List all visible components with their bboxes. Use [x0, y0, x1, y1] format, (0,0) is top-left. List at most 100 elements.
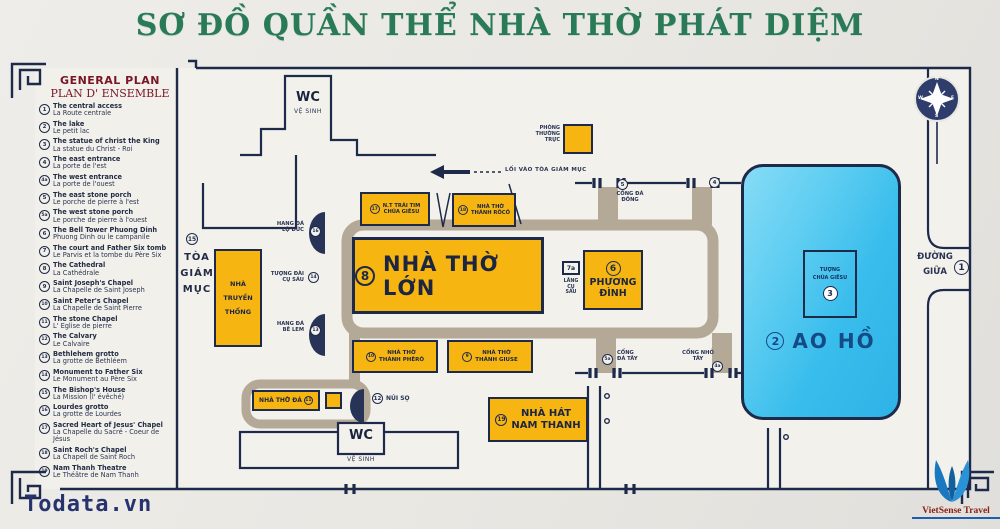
calvary-grotto-icon — [350, 389, 364, 423]
roads-ring — [241, 219, 719, 429]
legend-num: 5a — [39, 210, 50, 222]
bishop-house-num: 15 — [186, 233, 198, 245]
vietsense-logo-text: VietSense Travel — [912, 506, 1000, 519]
wc-top-sub: VỆ SINH — [294, 108, 322, 115]
wc-bottom-label: WC — [349, 428, 373, 443]
legend-num: 17 — [39, 422, 50, 434]
lake-num: 2 — [766, 332, 785, 350]
legend-num: 9 — [39, 281, 50, 293]
watermark: Todata.vn — [24, 492, 153, 517]
christ-statue-marker: TƯỢNG CHÚA GIÊSU 3 — [803, 250, 857, 318]
west-stone-gate-label: CỔNG ĐÁ TÂY — [617, 350, 638, 362]
legend-num: 5 — [39, 192, 50, 204]
entry-arrow-icon — [430, 165, 502, 179]
walls — [201, 68, 970, 489]
east-stone-gate-num: 5 — [617, 179, 628, 190]
legend-num: 1 — [39, 104, 50, 115]
duty-room-building — [563, 124, 593, 154]
entry-lane-label: LỐI VÀO TÒA GIÁM MỤC — [505, 167, 587, 173]
wc-bottom-sub: VỆ SINH — [347, 456, 375, 463]
compass-s: S — [935, 114, 939, 119]
legend-num: 7 — [39, 245, 50, 257]
vietsense-logo-icon — [934, 460, 970, 502]
num-badge: 19 — [495, 413, 508, 426]
central-road-label: ĐƯỜNG GIỮA — [917, 252, 953, 277]
father-six-tomb-marker: 7a — [562, 261, 580, 275]
legend-num: 18 — [39, 447, 50, 459]
compass-e: E — [951, 96, 955, 101]
east-entrance-num: 4 — [709, 177, 720, 188]
compass-n: N — [935, 77, 939, 82]
legend-num: 19 — [39, 465, 50, 477]
legend-num: 4 — [39, 157, 50, 169]
legend-num: 10 — [39, 298, 50, 310]
legend-num: 4a — [39, 174, 50, 186]
num-badge: 17 — [369, 204, 380, 214]
legend-surface — [35, 68, 177, 489]
lake: TƯỢNG CHÚA GIÊSU 3 2 AO HỒ — [741, 164, 901, 420]
legend-num: 14 — [39, 369, 50, 381]
east-stone-gate-label: CỔNG ĐÁ ĐÔNG — [616, 191, 644, 203]
legend-heading-fr: PLAN D' ENSEMBLE — [50, 87, 170, 100]
legend-num: 2 — [39, 121, 50, 133]
bethlehem-grotto-num: 13 — [310, 325, 321, 336]
small-yellow-structure — [325, 392, 342, 409]
wc-bottom-outline — [336, 421, 386, 456]
compass-icon — [914, 76, 960, 122]
page-title: SƠ ĐỒ QUẦN THỂ NHÀ THỜ PHÁT DIỆM — [135, 8, 865, 43]
lourdes-grotto-label: HANG ĐÁ LỘ ĐỨC — [276, 221, 304, 233]
central-road-num: 1 — [954, 260, 969, 275]
tradition-house-box: NHÀ TRUYỀN THỐNG — [214, 249, 262, 347]
wc-top-label: WC — [296, 90, 320, 105]
father-six-tomb-label: LĂNG CỤ SÁU — [563, 279, 579, 296]
lamp-marks — [604, 393, 790, 441]
num-badge: 9 — [462, 351, 473, 362]
legend-num: 11 — [39, 316, 50, 328]
legend-num: 16 — [39, 405, 50, 417]
west-small-gate-num: 4a — [712, 361, 723, 372]
compass-w: W — [918, 96, 923, 101]
bethlehem-grotto-label: HANG ĐÁ BÊ LEM — [276, 321, 304, 333]
west-stone-gate-num: 5a — [602, 354, 613, 365]
duty-room-label: PHÒNG THƯỜNG TRỰC — [535, 125, 560, 143]
num-badge: 18 — [457, 205, 468, 215]
legend-num: 15 — [39, 387, 50, 399]
legend-num: 8 — [39, 263, 50, 275]
stone-church-box: NHÀ THỜ ĐÁ 11 — [252, 390, 320, 411]
legend-num: 13 — [39, 352, 50, 364]
legend-num: 3 — [39, 139, 50, 151]
num-badge: 8 — [355, 265, 375, 286]
num-badge: 10 — [365, 351, 376, 362]
six-monument-label: TƯỢNG ĐÀI CỤ SÁU — [270, 271, 304, 283]
legend-num: 12 — [39, 334, 50, 346]
legend-heading-en: GENERAL PLAN — [60, 74, 160, 87]
bishop-house-label: TÒA GIÁM MỤC — [180, 252, 214, 295]
lourdes-grotto-num: 16 — [310, 226, 321, 237]
